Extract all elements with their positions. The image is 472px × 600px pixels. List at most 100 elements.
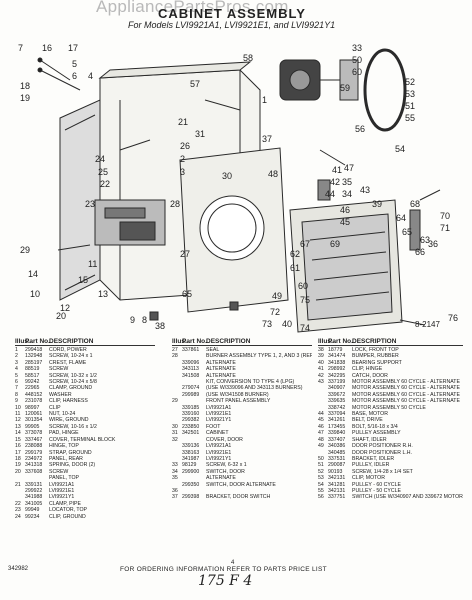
illus-no-cell: 3 — [15, 359, 18, 366]
illus-no-cell: 15 — [15, 436, 21, 443]
part-no-cell: 231078 — [25, 398, 43, 405]
cabinet-top — [98, 61, 252, 79]
callout-label: 48 — [268, 169, 279, 179]
part-no-cell: 339672 — [328, 391, 346, 398]
description-cell: LVI9921E1 — [206, 411, 232, 418]
part-no-cell: 341281 — [328, 481, 346, 488]
callout-label: 21 — [178, 117, 189, 127]
col-no-header: Illus. — [318, 338, 333, 345]
callout-label: 41 — [332, 165, 343, 175]
illus-no-cell: 4 — [15, 366, 18, 373]
illus-no-cell: 13 — [15, 423, 21, 430]
callout-label: 15 — [78, 275, 89, 285]
part-no-cell: 342295 — [328, 372, 346, 379]
description-cell: COVER, TERMINAL BLOCK — [49, 436, 116, 443]
part-no-cell: 448152 — [25, 391, 43, 398]
part-no-cell: 339160 — [182, 411, 200, 418]
part-no-cell: 340485 — [328, 449, 346, 456]
part-no-cell: 99242 — [25, 379, 40, 386]
part-no-cell: 18779 — [328, 347, 343, 353]
description-cell: LOCK, FRONT TOP — [352, 347, 399, 353]
drive-belt — [363, 48, 407, 132]
document-code: 342982 — [8, 566, 29, 572]
callout-label: 17 — [68, 43, 79, 53]
callout-label: 69 — [330, 239, 341, 249]
description-cell: LVI9921Y1 — [49, 494, 75, 501]
callout-label: 29 — [20, 245, 31, 255]
illus-no-cell: 24 — [15, 513, 21, 520]
callout-label: 71 — [440, 223, 451, 233]
callout-label: 40 — [282, 319, 293, 329]
description-cell: MOTOR ASSEMBLY 60 CYCLE - ALTERNATE — [352, 391, 460, 398]
illus-no-cell: 30 — [172, 423, 178, 430]
part-no-cell: 99949 — [25, 507, 40, 514]
callout-label: 1 — [262, 95, 268, 105]
part-no-cell: 299900 — [182, 468, 200, 475]
callout-label: 72 — [270, 307, 281, 317]
description-cell: LVI9921A1 — [206, 443, 232, 450]
part-no-cell: 343113 — [182, 366, 199, 373]
part-no-cell: 338163 — [182, 449, 200, 456]
callout-label: 13 — [98, 289, 109, 299]
illus-no-cell: 2 — [15, 353, 18, 360]
description-cell: SCREW, 10-32 x 1/2 — [49, 372, 97, 379]
description-cell: CATCH, DOOR — [352, 372, 388, 379]
part-no-cell: 341987 — [182, 455, 200, 462]
callout-label: 56 — [355, 124, 366, 134]
callout-label: 18 — [20, 81, 31, 91]
illus-no-cell: 18 — [15, 455, 21, 462]
part-no-cell: 132948 — [25, 353, 43, 360]
part-no-cell: 298992 — [328, 366, 346, 373]
description-cell: ALTERNATE — [206, 372, 236, 379]
callout-label: 60 — [298, 281, 309, 291]
callout-label: 50 — [352, 55, 363, 65]
table-header: Illus. Part No. DESCRIPTION — [15, 338, 155, 346]
illus-no-cell: 9 — [15, 398, 18, 405]
description-cell: PAD, HINGE — [49, 430, 79, 437]
callout-label: 57 — [190, 79, 201, 89]
part-no-cell: 338742 — [328, 404, 346, 411]
description-cell: HINGE, TOP — [49, 443, 79, 450]
description-cell: WIRE, GROUND — [49, 417, 89, 424]
description-cell: CLIP, GROUND — [49, 513, 86, 520]
description-cell: COVER, DOOR — [206, 436, 243, 443]
description-cell: BEARING SUPPORT — [352, 359, 402, 366]
callout-label: 55 — [405, 113, 416, 123]
illus-no-cell: 49 — [318, 443, 324, 450]
description-cell: SWITCH, DOOR — [206, 468, 245, 475]
illus-no-cell: 40 — [318, 359, 324, 366]
part-no-cell: 301354 — [25, 417, 43, 424]
description-cell: WASHER — [49, 391, 72, 398]
illus-no-cell: 8 — [15, 391, 18, 398]
part-no-cell: 339840 — [328, 430, 346, 437]
part-no-cell: 337467 — [25, 436, 43, 443]
part-no-cell: 342131 — [328, 487, 346, 494]
callout-label: 36 — [428, 239, 439, 249]
callout-label: 76 — [448, 313, 459, 323]
description-cell: ALTERNATE — [206, 475, 236, 482]
part-no-cell: 337407 — [328, 436, 346, 443]
table-row: 8 448152 WASHER — [15, 392, 155, 398]
illus-no-cell: 5 — [15, 372, 18, 379]
ordering-footer: FOR ORDERING INFORMATION REFER TO PARTS … — [120, 566, 327, 573]
part-no-cell: 299179 — [25, 449, 43, 456]
description-cell: SWITCH (USE W/340907 AND 339672 MOTORS) — [352, 494, 463, 501]
